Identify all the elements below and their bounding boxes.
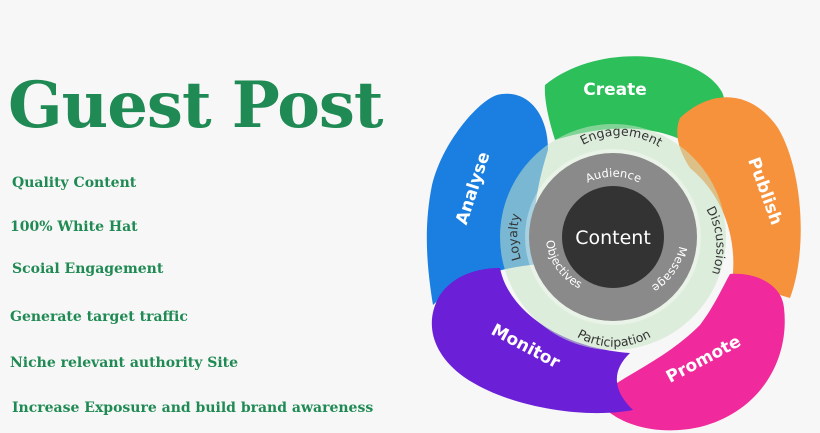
core-label-content: Content bbox=[575, 227, 651, 249]
feature-social-engagement: Scoial Engagement bbox=[12, 261, 164, 277]
feature-quality-content: Quality Content bbox=[12, 175, 137, 191]
petal-publish bbox=[677, 97, 801, 299]
feature-target-traffic: Generate target traffic bbox=[10, 309, 188, 325]
petal-promote bbox=[598, 273, 785, 431]
feature-authority-site: Niche relevant authority Site bbox=[10, 355, 239, 371]
feature-white-hat: 100% White Hat bbox=[10, 219, 138, 235]
petal-label-create: Create bbox=[583, 80, 647, 100]
feature-brand-awareness: Increase Exposure and build brand awaren… bbox=[12, 400, 374, 416]
page-title: Guest Post bbox=[8, 68, 383, 143]
ring-label-participation: Participation bbox=[575, 326, 653, 350]
content-core bbox=[562, 186, 664, 288]
petal-monitor bbox=[431, 268, 633, 414]
ring-label-loyalty: Loyalty bbox=[505, 211, 524, 262]
